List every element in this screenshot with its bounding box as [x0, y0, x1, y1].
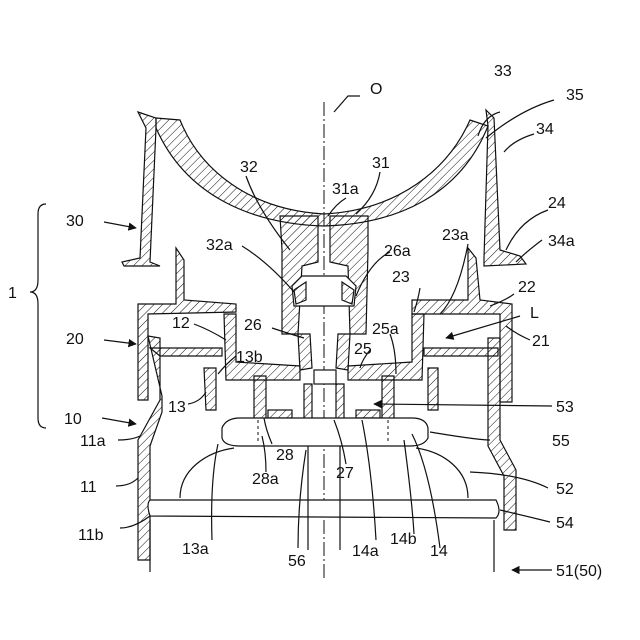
label-55: 55 — [552, 433, 570, 450]
label-34: 34 — [536, 121, 554, 138]
label-31a: 31a — [332, 181, 359, 198]
label-13b: 13b — [236, 349, 263, 366]
label-30: 30 — [66, 213, 84, 230]
label-28: 28 — [276, 447, 294, 464]
label-28a: 28a — [252, 471, 279, 488]
label-20: 20 — [66, 331, 84, 348]
label-axis: O — [370, 81, 382, 98]
adapter-10 — [138, 336, 516, 560]
label-13: 13 — [168, 399, 186, 416]
label-53: 53 — [556, 399, 574, 416]
label-1: 1 — [8, 285, 17, 302]
label-23a: 23a — [442, 227, 469, 244]
label-21: 21 — [532, 333, 550, 350]
label-52: 52 — [556, 481, 574, 498]
label-11: 11 — [80, 479, 97, 496]
label-27: 27 — [336, 465, 354, 482]
label-54: 54 — [556, 515, 574, 532]
label-51: 51(50) — [556, 563, 602, 580]
label-26a: 26a — [384, 243, 411, 260]
label-13a: 13a — [182, 541, 209, 558]
label-10: 10 — [64, 411, 82, 428]
bracket-1 — [30, 204, 46, 428]
label-26: 26 — [244, 317, 262, 334]
label-25a: 25a — [372, 321, 399, 338]
label-14: 14 — [430, 543, 448, 560]
label-35: 35 — [566, 87, 584, 104]
label-22: 22 — [518, 279, 536, 296]
label-11b: 11b — [78, 527, 104, 544]
label-12: 12 — [172, 315, 190, 332]
label-31: 31 — [372, 155, 390, 172]
label-25: 25 — [354, 341, 372, 358]
label-L: L — [530, 305, 539, 322]
label-32a: 32a — [206, 237, 233, 254]
label-34a: 34a — [548, 233, 575, 250]
label-23: 23 — [392, 269, 410, 286]
label-33: 33 — [494, 63, 512, 80]
label-14a: 14a — [352, 543, 379, 560]
label-32: 32 — [240, 159, 258, 176]
label-56: 56 — [288, 553, 306, 570]
label-24: 24 — [548, 195, 566, 212]
label-14b: 14b — [390, 531, 417, 548]
label-11a: 11a — [80, 433, 106, 450]
